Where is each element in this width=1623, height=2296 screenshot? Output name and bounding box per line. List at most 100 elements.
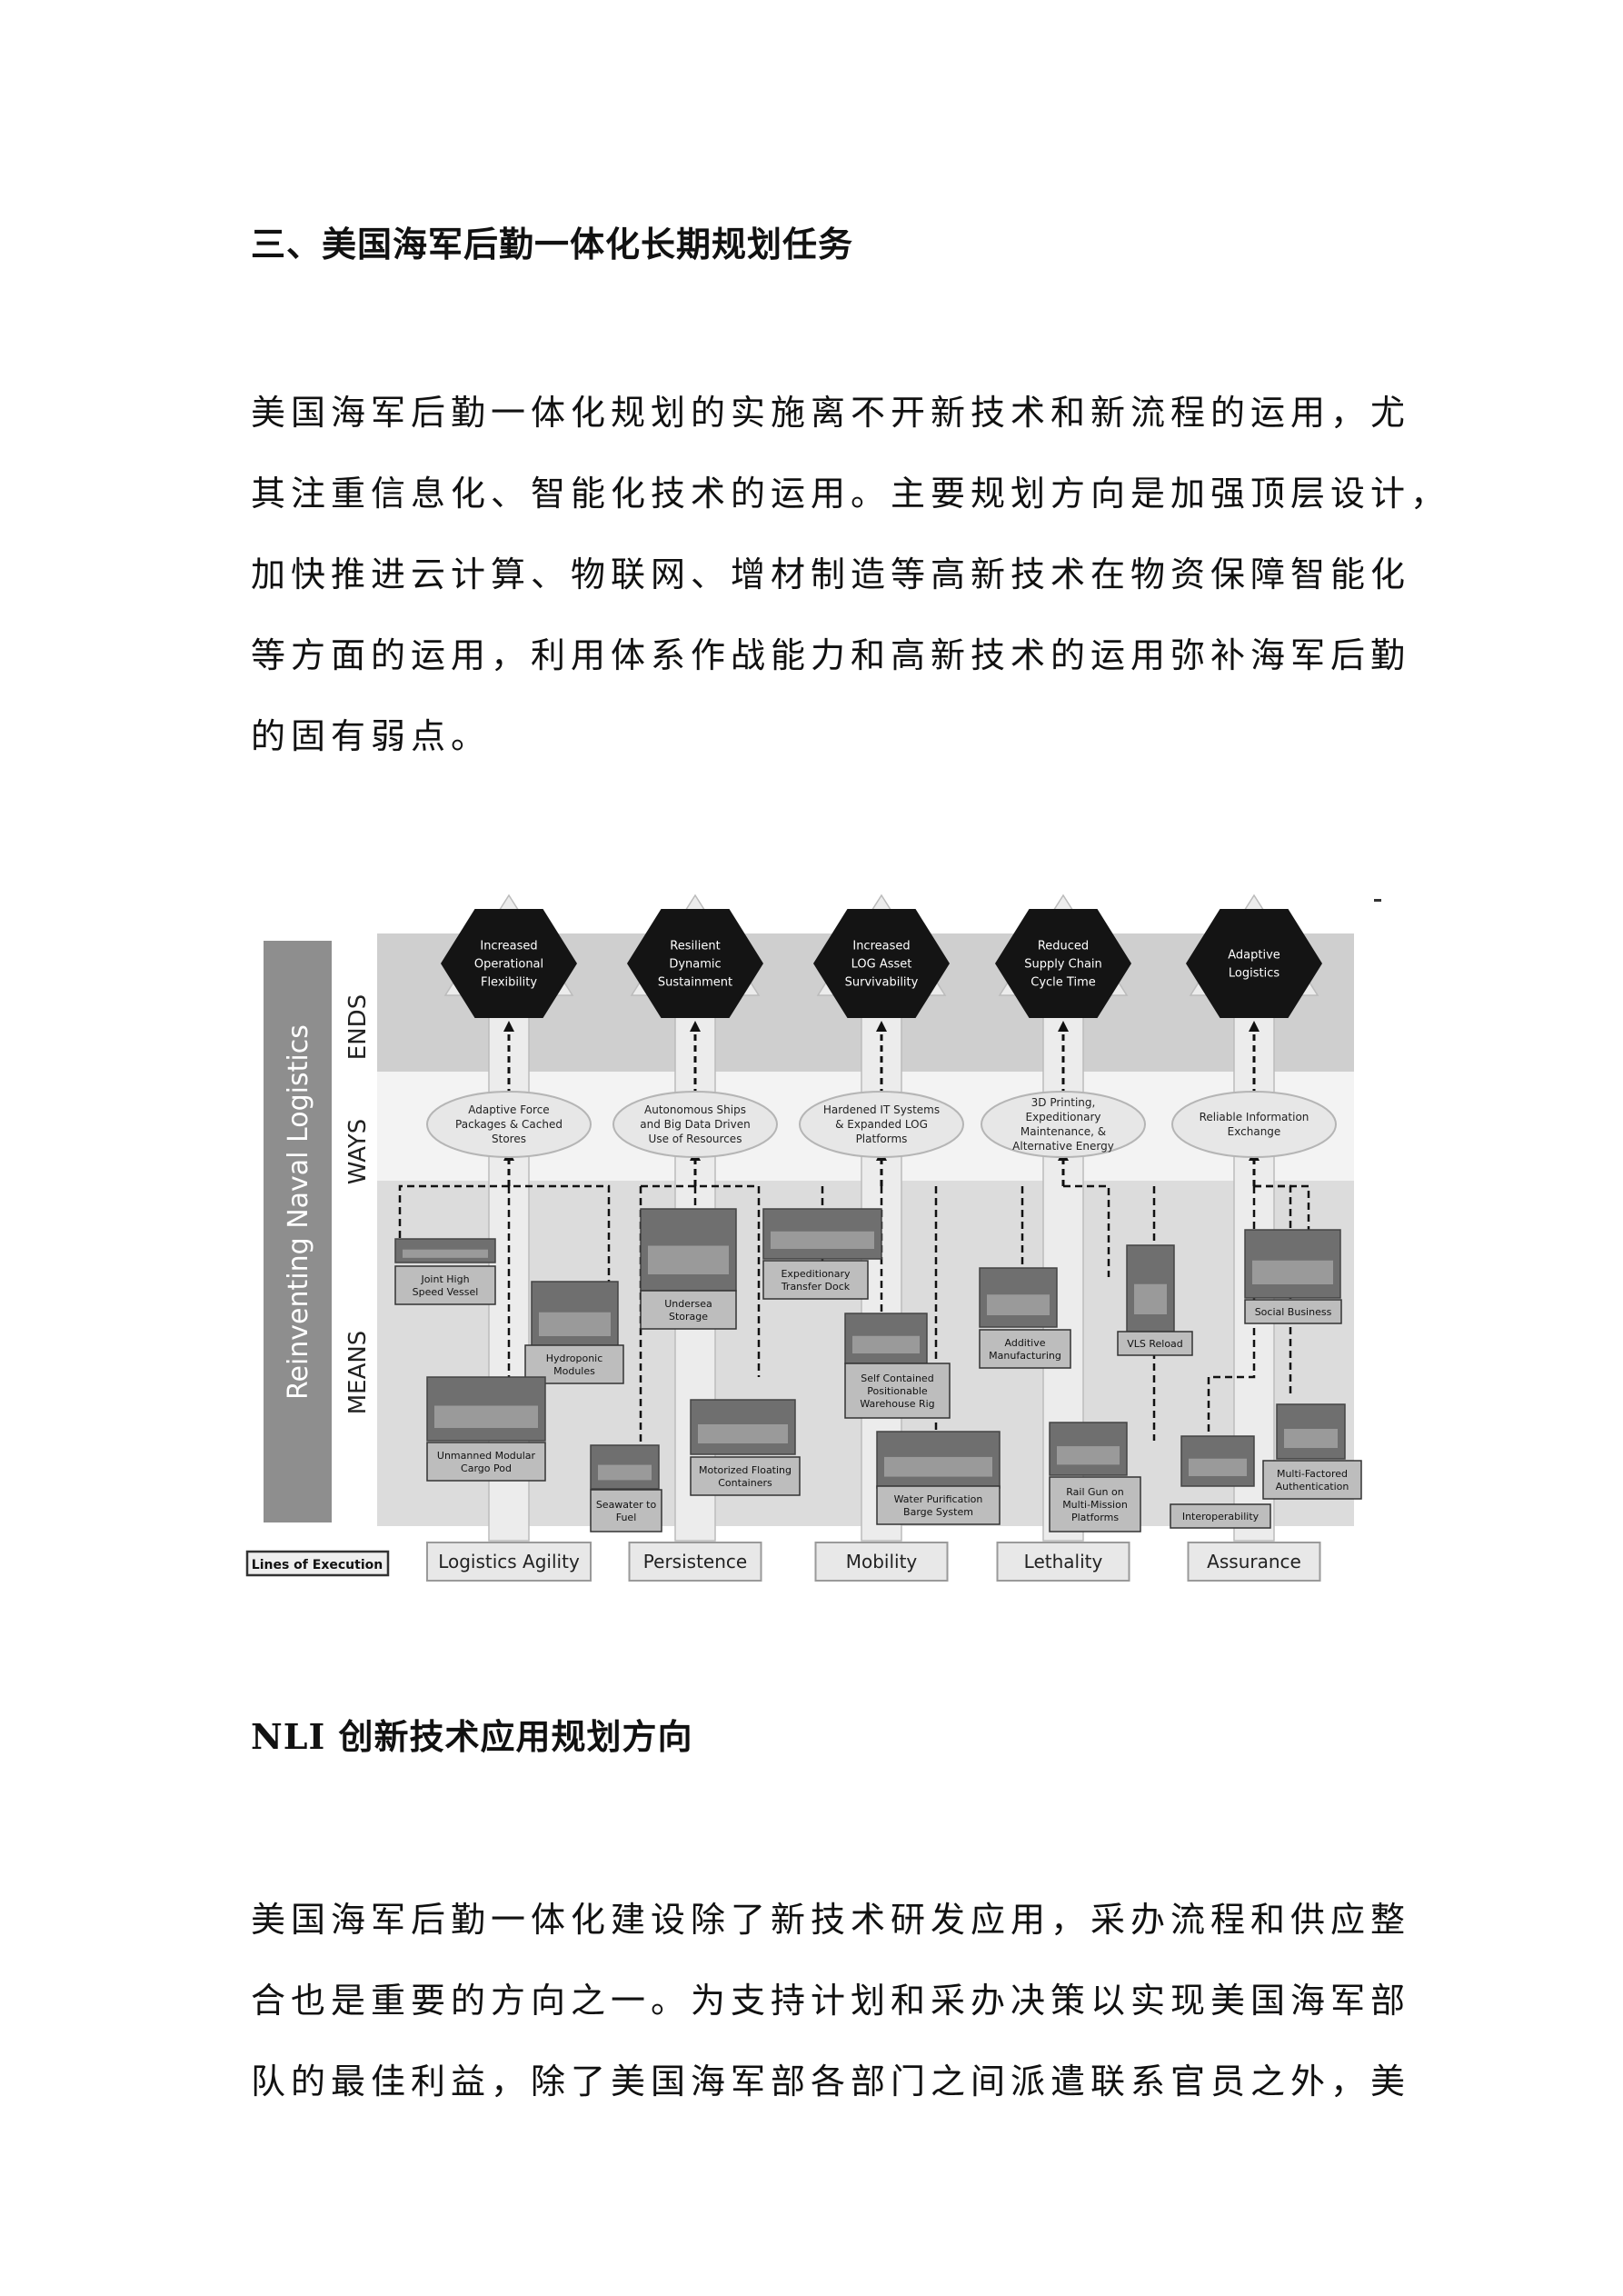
means-label-line: Warehouse Rig [860, 1398, 934, 1410]
means-label-line: Storage [669, 1311, 708, 1323]
line-of-execution-label: Logistics Agility [438, 1551, 580, 1572]
end-label-line: Operational [474, 958, 543, 972]
paragraph-line: 美国海军后勤一体化规划的实施离不开新技术和新流程的运用，尤 [251, 393, 1411, 433]
means-label-line: Additive [1005, 1337, 1046, 1349]
means-connector [1254, 1184, 1292, 1395]
paragraph-line: 合也是重要的方向之一。为支持计划和采办决策以实现美国海军部 [251, 1981, 1411, 2021]
means-label-line: Seawater to [596, 1499, 657, 1511]
means-label-line: Transfer Dock [781, 1281, 851, 1293]
end-label-line: LOG Asset [851, 958, 912, 972]
connector-arrowhead [876, 1021, 887, 1032]
means-image-detail [598, 1464, 652, 1481]
means-connector [641, 1184, 761, 1377]
means-label-box [590, 1489, 662, 1532]
end-hexagon [995, 909, 1131, 1018]
means-label-line: Social Business [1255, 1306, 1332, 1318]
way-label-line: Exchange [1228, 1125, 1281, 1138]
means-label-line: Undersea [664, 1298, 712, 1310]
means-label-line: Hydroponic [546, 1353, 603, 1364]
means-label-box [1244, 1299, 1342, 1324]
legend-box [245, 1550, 390, 1577]
end-label-line: Supply Chain [1024, 958, 1102, 972]
way-label-line: 3D Printing, [1031, 1096, 1096, 1109]
end-hexagon [1186, 909, 1322, 1018]
means-label-box [690, 1456, 801, 1496]
paragraph-line: 的固有弱点。 [251, 716, 492, 756]
side-label: Reinventing Naval Logistics [283, 1024, 314, 1400]
means-image-detail [852, 1335, 920, 1353]
means-label-box [979, 1329, 1071, 1369]
way-ellipse [799, 1091, 964, 1158]
means-image-detail [884, 1456, 992, 1477]
line-of-execution-box [1187, 1542, 1321, 1582]
means-label-line: Joint High [420, 1273, 469, 1285]
way-label-line: Platforms [856, 1133, 908, 1145]
means-label-box [762, 1260, 869, 1300]
means-connector [398, 1184, 611, 1286]
means-label: Interoperability [1182, 1511, 1260, 1522]
end-label-line: Reduced [1038, 940, 1089, 953]
means-image-detail [1189, 1458, 1247, 1476]
end-label-line: Flexibility [481, 976, 537, 990]
section-heading: 三、美国海军后勤一体化长期规划任务 [251, 224, 854, 265]
way-label-line: Expeditionary [1025, 1111, 1100, 1123]
subheading: NLI 创新技术应用规划方向 [251, 1716, 693, 1757]
means-connector [1063, 1184, 1110, 1277]
means-label-line: VLS Reload [1127, 1338, 1183, 1350]
connector-arrowhead [1249, 1021, 1260, 1032]
means-label-line: Unmanned Modular [437, 1450, 536, 1462]
means-label-box [394, 1265, 496, 1305]
tier-label: MEANS [344, 1331, 372, 1415]
end-hexagon [441, 909, 577, 1018]
means-image-detail [1057, 1446, 1120, 1465]
means-label-box [1117, 1331, 1193, 1356]
means-image-detail [403, 1249, 488, 1258]
way-label-line: Reliable Information [1200, 1111, 1309, 1123]
means-image-detail [539, 1312, 611, 1336]
connector-arrowhead [1058, 1021, 1069, 1032]
means-label-box [876, 1485, 1001, 1525]
means-label-line: Positionable [867, 1385, 928, 1397]
paragraph-line: 其注重信息化、智能化技术的运用。主要规划方向是加强顶层设计， [251, 474, 1451, 514]
means-label: VLS Reload [1127, 1338, 1183, 1350]
corner-mark [1374, 899, 1381, 902]
connector-arrowhead [690, 1021, 701, 1032]
means-label-box [1170, 1503, 1271, 1529]
end-hexagon [627, 909, 763, 1018]
way-label-line: Stores [492, 1133, 526, 1145]
way-label-line: Use of Resources [649, 1133, 742, 1145]
means-label-box [844, 1363, 951, 1419]
means-label-line: Cargo Pod [461, 1462, 512, 1474]
end-label-line: Survivability [845, 976, 919, 990]
means-label-box [640, 1290, 737, 1330]
connector-arrowhead [503, 1021, 514, 1032]
means-image-detail [698, 1424, 788, 1443]
means-label-line: Manufacturing [989, 1350, 1061, 1362]
tier-label: WAYS [344, 1119, 372, 1184]
end-label-line: Increased [852, 940, 910, 953]
line-of-execution-label: Lethality [1024, 1551, 1103, 1572]
way-label-line: Alternative Energy [1012, 1140, 1114, 1153]
tier-label: ENDS [344, 994, 372, 1060]
way-label-line: Hardened IT Systems [823, 1103, 940, 1116]
means-label-box [1262, 1460, 1362, 1500]
means-label-line: Multi-Factored [1277, 1468, 1348, 1480]
means-label-line: Rail Gun on [1066, 1486, 1123, 1498]
way-label-line: Maintenance, & [1021, 1125, 1106, 1138]
means-label-line: Interoperability [1182, 1511, 1260, 1522]
